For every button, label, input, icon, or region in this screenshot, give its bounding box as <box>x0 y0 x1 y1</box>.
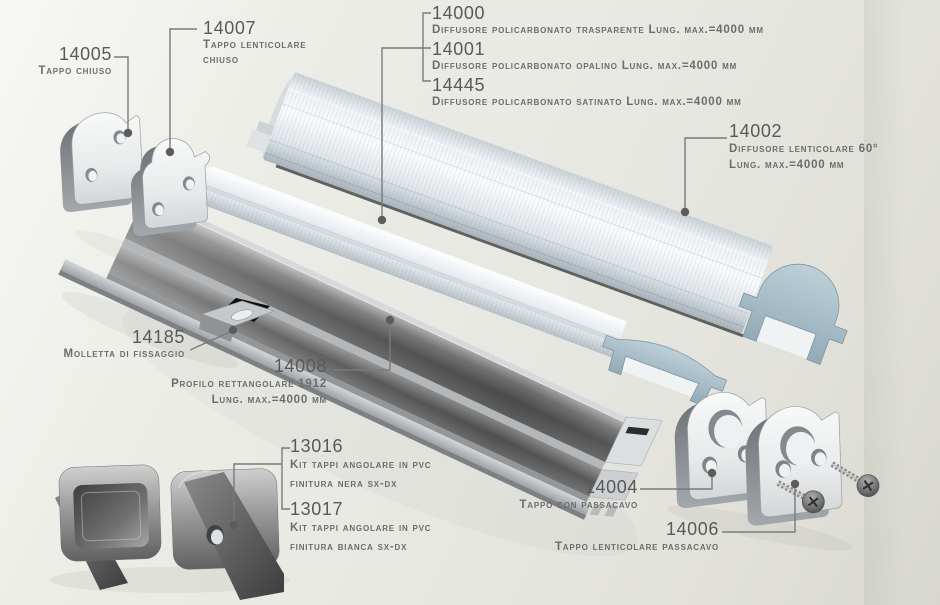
part-code-13017: 13017 <box>290 499 344 519</box>
mounting-clip-14185 <box>199 298 275 342</box>
part-desc-14445: Diffusore policarbonato satinato Lung. m… <box>432 96 742 108</box>
background-band <box>864 0 940 605</box>
part-code-14008: 14008 <box>273 356 327 376</box>
leader-dots <box>123 128 800 530</box>
bracket-diffusers <box>422 12 431 82</box>
part-desc-13017: Kit tappi angolare in pvc <box>290 522 432 534</box>
leader-diffusers <box>381 47 423 218</box>
part-desc-14185: Molletta di fissaggio <box>63 348 185 360</box>
label-14008: 14008 Profilo rettangolare 1912 Lung. ma… <box>122 356 327 408</box>
screw <box>776 480 825 514</box>
leader-14185 <box>189 331 231 351</box>
label-14004: 14004 Tappo con passacavo <box>438 477 638 513</box>
part-code-14006: 14006 <box>665 519 719 539</box>
cap-hole <box>152 176 195 217</box>
part-item-14445: 14445 Diffusore policarbonato satinato L… <box>432 75 832 110</box>
part-code-14005: 14005 <box>58 44 112 64</box>
part-desc-13017: finitura bianca sx-dx <box>290 541 408 553</box>
part-code-14000: 14000 <box>432 3 486 23</box>
leader-14007 <box>169 28 197 150</box>
part-code-14001: 14001 <box>432 39 486 59</box>
screw <box>830 461 880 498</box>
leader-14005 <box>114 56 129 131</box>
part-item-13016: 13016 Kit tappi angolare in pvc finitura… <box>290 436 470 494</box>
leader-kit <box>233 463 282 522</box>
leader-14002 <box>684 137 727 210</box>
label-diffusers: 14000 Diffusore policarbonato trasparent… <box>432 3 832 111</box>
flat-diffuser <box>173 166 728 406</box>
end-cap-14005 <box>60 112 144 212</box>
part-code-14185: 14185 <box>131 327 185 347</box>
part-desc-13016: finitura nera sx-dx <box>290 478 398 490</box>
part-code-13016: 13016 <box>290 436 344 456</box>
leader-lines <box>114 12 796 533</box>
part-code-14445: 14445 <box>432 75 486 95</box>
flat-diffuser-end-section <box>601 334 728 406</box>
corner-cap-right <box>170 468 284 600</box>
part-code-14007: 14007 <box>203 18 257 38</box>
profile-end-cross-section <box>588 416 663 517</box>
part-item-14001: 14001 Diffusore policarbonato opalino Lu… <box>432 39 832 74</box>
cable-gland-hole <box>708 409 744 448</box>
leader-14006 <box>722 487 796 533</box>
label-14007: 14007 Tappo lenticolare chiuso <box>203 19 333 68</box>
part-desc-14008: Profilo rettangolare 1912 <box>171 378 327 390</box>
leader-14008 <box>333 323 391 371</box>
part-desc-14002: Diffusore lenticolare 60° <box>729 143 879 155</box>
cable-gland-hole <box>780 426 816 466</box>
part-desc-14005: Tappo chiuso <box>38 65 112 77</box>
part-desc-14000: Diffusore policarbonato trasparente Lung… <box>432 24 764 36</box>
part-item-14000: 14000 Diffusore policarbonato trasparent… <box>432 3 832 38</box>
cap-hole <box>775 448 827 478</box>
part-desc-14007: chiuso <box>203 54 239 66</box>
cap-hole <box>85 130 126 182</box>
label-14185: 14185 Molletta di fissaggio <box>40 327 185 362</box>
leader-14004 <box>640 476 713 490</box>
lenticular-diffuser <box>246 71 848 365</box>
part-desc-14008: Lung. max.=4000 mm <box>211 394 327 406</box>
end-cap-14004 <box>674 391 769 508</box>
corner-cap-left <box>55 464 162 590</box>
corner-cap-hole <box>206 525 224 545</box>
bracket-kit <box>281 447 290 510</box>
part-desc-14006: Tappo lenticolare passacavo <box>554 541 719 553</box>
part-desc-14004: Tappo con passacavo <box>519 499 638 511</box>
part-code-14002: 14002 <box>729 121 783 141</box>
end-cap-14007 <box>130 137 210 236</box>
lenticular-end-section <box>738 263 848 365</box>
label-14006: 14006 Tappo lenticolare passacavo <box>470 519 719 555</box>
part-desc-14007: Tappo lenticolare <box>203 39 307 51</box>
label-14005: 14005 Tappo chiuso <box>18 45 112 79</box>
end-cap-14006 <box>745 406 843 526</box>
part-desc-14002: Lung. max.=4000 mm <box>729 159 845 171</box>
label-14002: 14002 Diffusore lenticolare 60° Lung. ma… <box>729 121 909 173</box>
part-desc-13016: Kit tappi angolare in pvc <box>290 459 432 471</box>
part-item-13017: 13017 Kit tappi angolare in pvc finitura… <box>290 499 470 557</box>
label-kit-caps: 13016 Kit tappi angolare in pvc finitura… <box>290 436 470 562</box>
part-desc-14001: Diffusore policarbonato opalino Lung. ma… <box>432 60 738 72</box>
part-code-14004: 14004 <box>584 477 638 497</box>
